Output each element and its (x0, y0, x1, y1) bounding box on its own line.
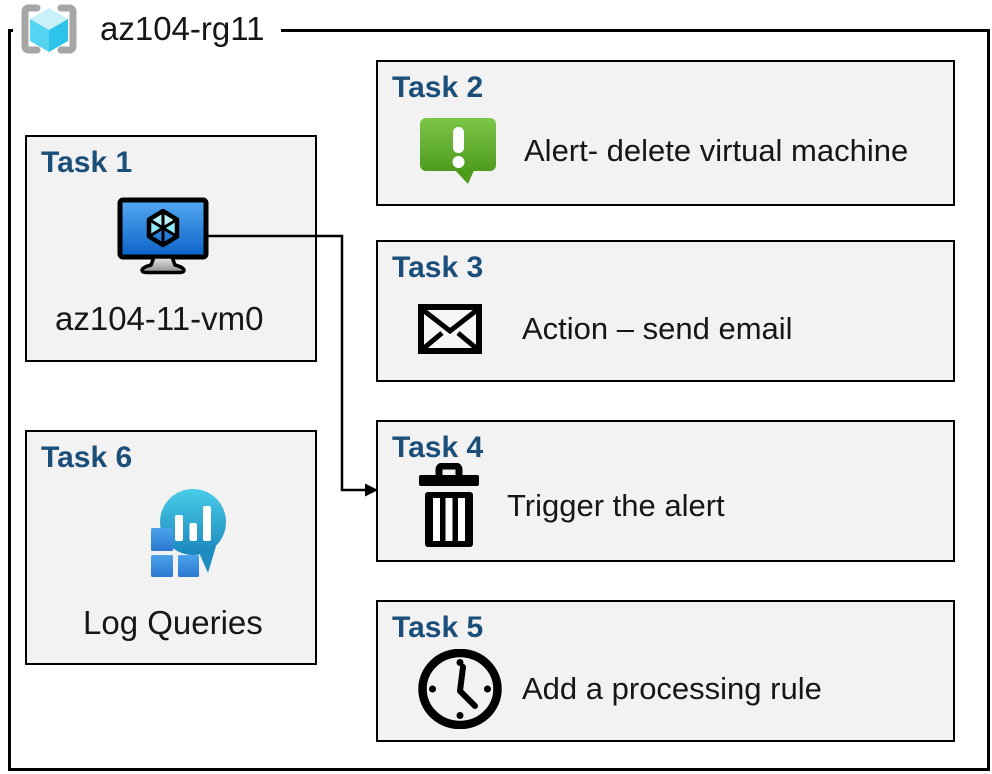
resource-group-icon (21, 4, 77, 54)
task3-label: Action – send email (522, 311, 793, 346)
task6-label: Log Queries (83, 604, 263, 641)
log-queries-icon (151, 489, 226, 577)
task5-label: Add a processing rule (522, 671, 822, 706)
virtual-machine-icon (117, 197, 209, 275)
email-envelope-icon (418, 304, 482, 354)
resource-group-name: az104-rg11 (100, 10, 265, 47)
trash-bin-icon (419, 463, 479, 547)
task1-title: Task 1 (41, 146, 133, 179)
task2-box: Task 2 Alert- delete virtual machine (376, 60, 955, 206)
task6-box: Task 6 Log Queries (25, 430, 317, 665)
task3-title: Task 3 (392, 251, 484, 284)
task3-box: Task 3 Action – send email (376, 240, 955, 382)
resource-group-header: az104-rg11 (13, 1, 281, 57)
task6-title: Task 6 (41, 441, 133, 474)
task1-box: Task 1 az104-11-vm0 (25, 135, 317, 362)
task5-box: Task 5 Add a processing rule (376, 600, 955, 742)
clock-icon (418, 649, 502, 729)
task4-label: Trigger the alert (507, 488, 725, 523)
task4-title: Task 4 (392, 431, 484, 464)
task4-box: Task 4 Trigger the alert (376, 420, 955, 562)
alert-message-icon (420, 118, 496, 184)
task2-label: Alert- delete virtual machine (524, 133, 909, 168)
task2-title: Task 2 (392, 71, 484, 104)
task1-label: az104-11-vm0 (55, 300, 264, 337)
task5-title: Task 5 (392, 611, 484, 644)
